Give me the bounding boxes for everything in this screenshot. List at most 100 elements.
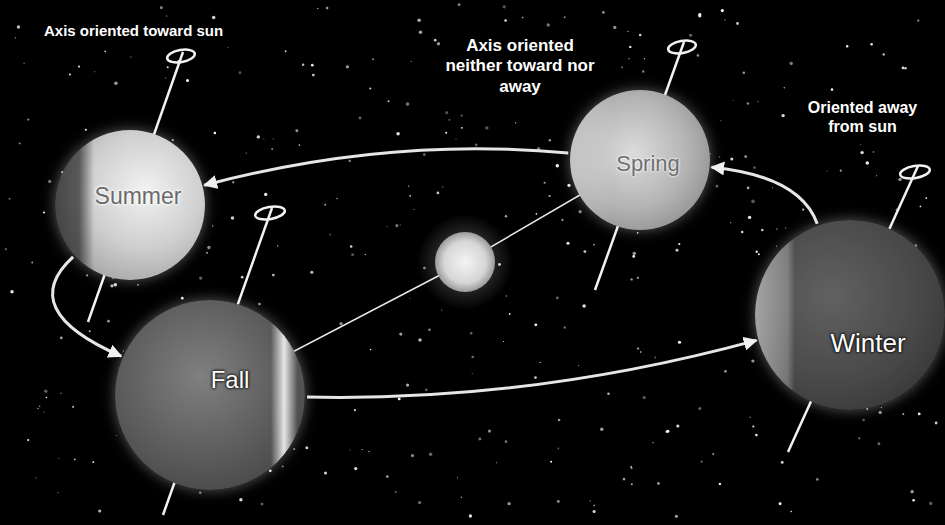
- star: [840, 170, 842, 172]
- star: [593, 510, 596, 513]
- star: [600, 428, 603, 431]
- star: [881, 407, 882, 408]
- star: [860, 151, 863, 154]
- star: [630, 278, 632, 280]
- star: [730, 157, 733, 160]
- star: [350, 245, 352, 247]
- star: [282, 465, 284, 467]
- star: [425, 388, 428, 391]
- star: [790, 511, 792, 513]
- star: [627, 31, 629, 33]
- star: [741, 231, 744, 234]
- axis-ring: [254, 204, 286, 221]
- star: [876, 175, 877, 176]
- star: [445, 111, 448, 114]
- star: [471, 356, 473, 358]
- star: [329, 234, 331, 236]
- star: [534, 376, 537, 379]
- star: [623, 478, 626, 481]
- star: [408, 186, 409, 187]
- star: [310, 271, 313, 274]
- star: [418, 338, 422, 342]
- star: [831, 88, 834, 91]
- star: [346, 65, 349, 68]
- star: [563, 326, 565, 328]
- star: [504, 19, 506, 21]
- star: [89, 330, 91, 332]
- star: [387, 226, 388, 227]
- star: [269, 469, 272, 472]
- star: [457, 477, 458, 478]
- star: [312, 74, 315, 77]
- star: [858, 437, 860, 439]
- star: [36, 477, 37, 478]
- star: [676, 424, 679, 427]
- star: [43, 212, 45, 214]
- star: [860, 144, 861, 145]
- star: [652, 442, 653, 443]
- star: [15, 37, 16, 38]
- star: [434, 39, 437, 42]
- star: [417, 18, 421, 22]
- season-name: Fall: [211, 367, 250, 393]
- star: [536, 213, 538, 215]
- star: [27, 118, 29, 120]
- star: [784, 87, 785, 88]
- star: [761, 229, 764, 232]
- star: [437, 42, 440, 45]
- star: [790, 62, 793, 65]
- star: [395, 224, 398, 227]
- star: [515, 122, 516, 123]
- star: [167, 66, 169, 68]
- star: [564, 16, 566, 18]
- star: [423, 153, 426, 156]
- star: [395, 491, 397, 493]
- star: [744, 155, 747, 158]
- season-name: Winter: [830, 329, 905, 358]
- star: [241, 276, 244, 279]
- star: [506, 295, 507, 296]
- star: [94, 71, 95, 72]
- star: [781, 461, 784, 464]
- sun-glow: [417, 214, 513, 310]
- star: [398, 397, 401, 400]
- star: [74, 459, 76, 461]
- star: [263, 138, 264, 139]
- star: [85, 129, 87, 131]
- star: [27, 439, 29, 441]
- star: [593, 505, 595, 507]
- star: [386, 475, 389, 478]
- star: [772, 187, 773, 188]
- star: [883, 53, 885, 55]
- star: [870, 43, 872, 45]
- star: [137, 284, 139, 286]
- star: [633, 252, 637, 256]
- star: [58, 492, 59, 493]
- star: [557, 500, 560, 503]
- star: [302, 63, 305, 66]
- star: [362, 449, 363, 450]
- star: [846, 45, 848, 47]
- star: [549, 139, 551, 141]
- earth-axis: [88, 52, 183, 322]
- star: [165, 77, 166, 78]
- star: [496, 462, 498, 464]
- star: [69, 74, 71, 76]
- star: [544, 182, 546, 184]
- star: [277, 245, 278, 246]
- star: [449, 119, 451, 121]
- star: [751, 359, 754, 362]
- star: [285, 50, 287, 52]
- star: [271, 148, 273, 150]
- star: [556, 297, 559, 300]
- star: [387, 100, 389, 102]
- star: [776, 228, 778, 230]
- star: [441, 309, 442, 310]
- star: [643, 396, 646, 399]
- star: [428, 328, 431, 331]
- star: [46, 397, 48, 399]
- star: [418, 501, 421, 504]
- star: [231, 216, 234, 219]
- star: [720, 120, 721, 121]
- star: [730, 222, 731, 223]
